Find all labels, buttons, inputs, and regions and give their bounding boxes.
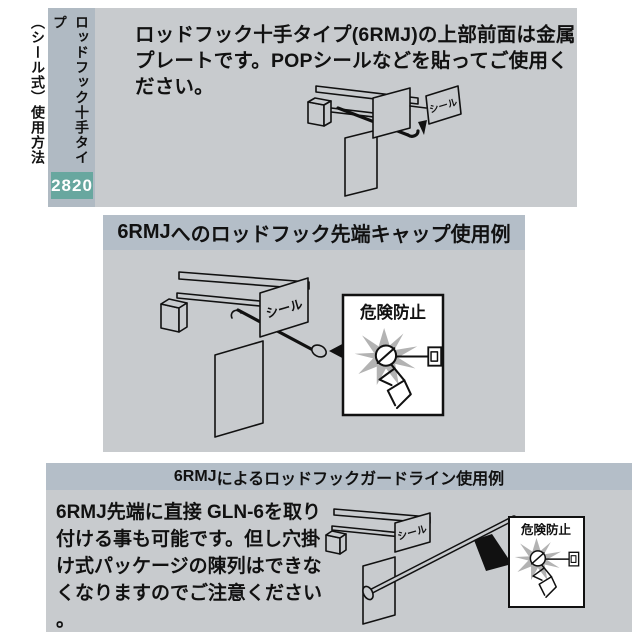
middle-title-code: 6RMJ	[117, 221, 171, 243]
sidebar: ロッドフック十手タイプ （シール式）使用方法 2820	[30, 8, 95, 207]
section-usage-note: ロッドフック十手タイプ （シール式）使用方法 2820 ロッドフック十手タイプ(…	[30, 8, 577, 207]
lower-title-rest: によるロッドフックガードライン使用例	[216, 470, 505, 488]
usage-instruction-text: ロッドフック十手タイプ(6RMJ)の上部前面は金属プレートです。POPシールなど…	[135, 22, 582, 100]
danger-prevention-box: 危険防止	[508, 516, 585, 608]
rod-hook-seal-diagram: シール	[307, 85, 462, 197]
rod-hook-drawing: シール	[325, 508, 431, 625]
danger-title: 危険防止	[520, 522, 572, 537]
seal-tag: シール	[409, 85, 462, 135]
note-code2: GLN-6	[206, 502, 264, 523]
rod-hook-drawing	[307, 85, 420, 197]
note-text1: 先端に直接	[106, 502, 207, 523]
sidebar-title-line1: ロッドフック十手タイプ	[52, 15, 90, 165]
note-code1: 6RMJ	[56, 502, 107, 523]
guardline-diagram: シール 危険防止	[325, 508, 585, 625]
lower-title-code: 6RMJ	[173, 467, 217, 485]
guardline-note-text: 6RMJ先端に直接 GLN-6を取り付ける事も可能です。但し穴掛け式パッケージの…	[56, 499, 328, 634]
seal-arrow-icon	[418, 120, 427, 135]
middle-title-rest: へのロッドフック先端キャップ使用例	[170, 224, 511, 246]
tip-cap	[311, 344, 327, 358]
pointer-arrow-icon	[474, 534, 512, 571]
page-number-badge: 2820	[51, 172, 93, 199]
instruction-prefix: ロッドフック十手タイプ(	[135, 24, 359, 46]
product-code: 6RMJ	[358, 24, 412, 46]
instruction-suffix: )の上部前面は金属プレートです。POPシールなどを貼ってご使用ください。	[135, 24, 576, 98]
sidebar-vertical-title: ロッドフック十手タイプ （シール式）使用方法	[30, 15, 93, 177]
guardline-rod	[362, 515, 517, 601]
sidebar-title-line2: （シール式）使用方法	[30, 15, 46, 165]
tip-cap-diagram: シール 危険防止	[160, 271, 445, 438]
note-text2: を取り付ける事も可能です。但し穴掛け式パッケージの陳列はできなくなりますのでご注…	[56, 502, 323, 631]
stick-figure	[514, 538, 580, 598]
rod-hook-drawing: シール	[160, 271, 327, 438]
stick-figure	[354, 328, 443, 410]
danger-title: 危険防止	[359, 302, 426, 322]
danger-prevention-box: 危険防止	[341, 293, 445, 417]
